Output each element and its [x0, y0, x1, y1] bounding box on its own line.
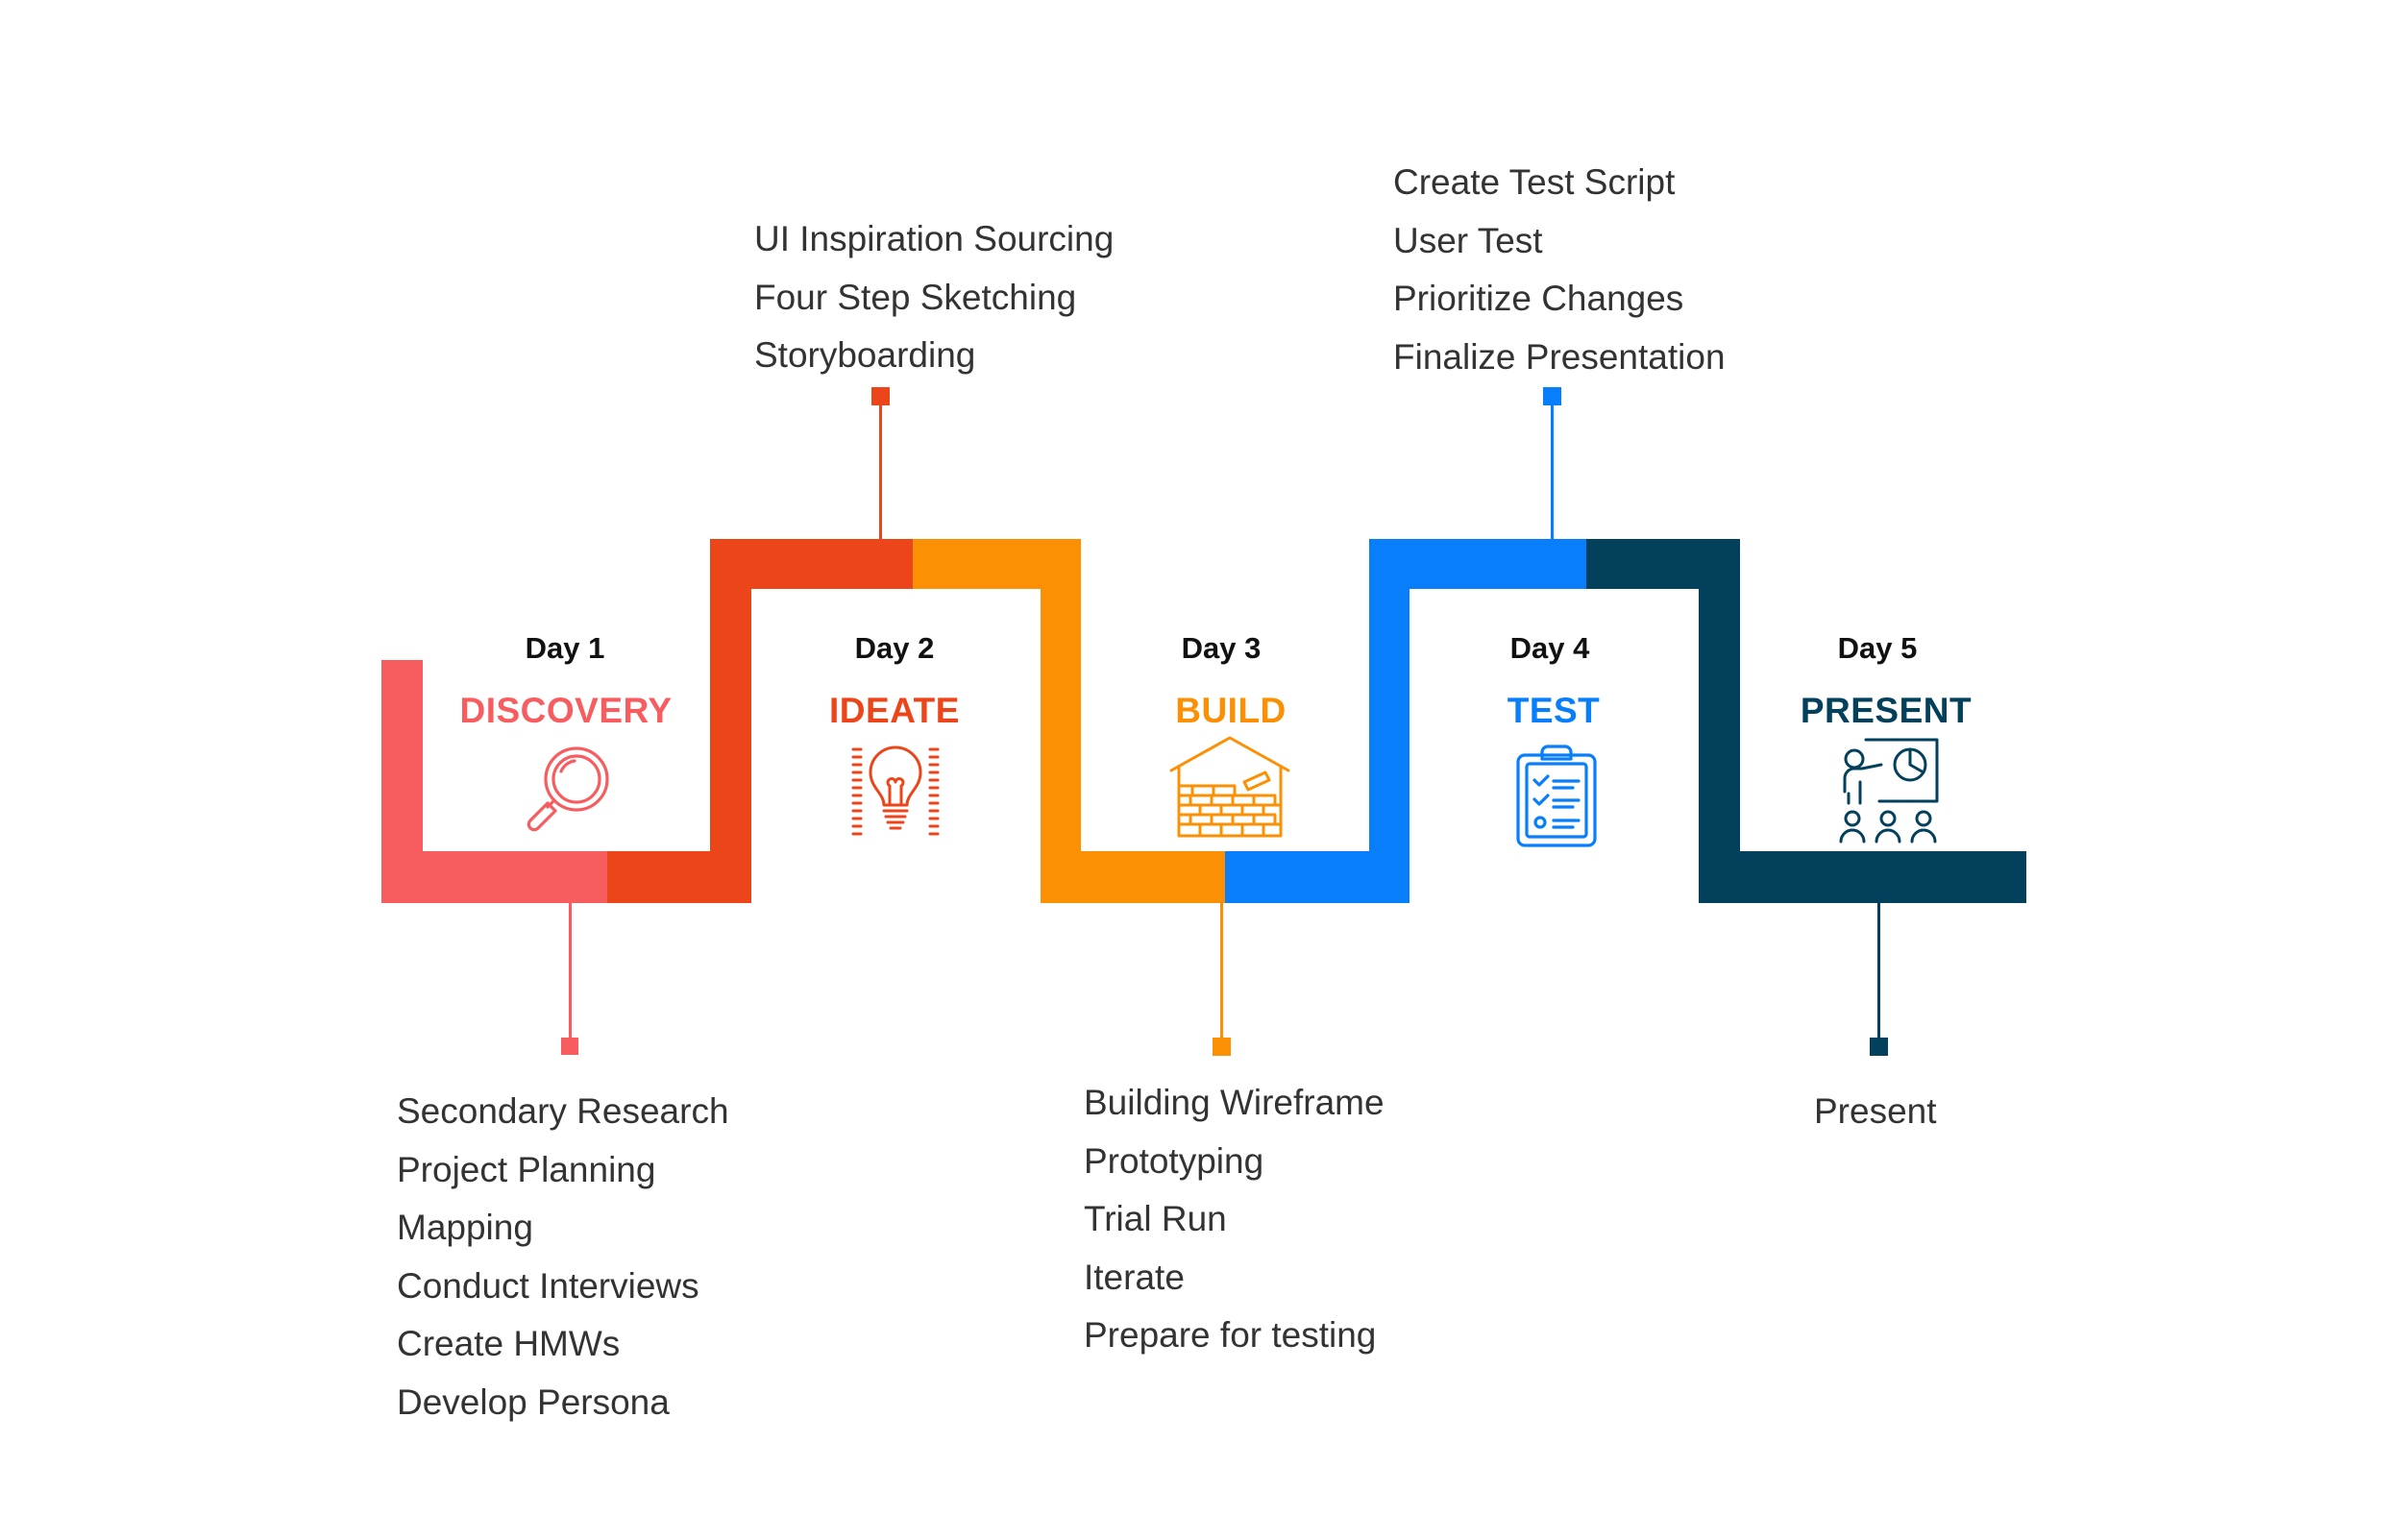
list-item: Create Test Script: [1393, 162, 1676, 202]
list-item: Present: [1814, 1091, 1937, 1131]
connector-line-ideate: [879, 394, 882, 539]
task-list-discovery: Secondary Research Project Planning Mapp…: [397, 1083, 729, 1431]
stage-title-present: PRESENT: [1800, 691, 1973, 730]
task-list-build: Building Wireframe Prototyping Trial Run…: [1084, 1074, 1385, 1365]
day-label-1: Day 1: [525, 631, 605, 665]
path-segment-present-riser: [1699, 539, 1740, 903]
clipboard-checklist-icon: [1515, 744, 1598, 847]
list-item: Trial Run: [1084, 1199, 1227, 1238]
day-label-2: Day 2: [854, 631, 935, 665]
connector-line-discovery: [569, 903, 572, 1045]
task-list-present: Present: [1814, 1083, 1937, 1141]
list-item: Prototyping: [1084, 1140, 1264, 1181]
list-item: Prepare for testing: [1084, 1315, 1377, 1355]
path-segment-ideate-top: [710, 539, 913, 589]
list-item: Iterate: [1084, 1257, 1185, 1297]
list-item: User Test: [1393, 220, 1543, 260]
stage-title-test: TEST: [1507, 691, 1601, 730]
magnifier-icon: [519, 746, 615, 832]
connector-node-build: [1213, 1038, 1231, 1056]
task-list-ideate: UI Inspiration Sourcing Four Step Sketch…: [754, 210, 1114, 385]
connector-node-present: [1870, 1038, 1888, 1056]
path-segment-build-base: [1041, 851, 1225, 903]
list-item: Project Planning: [397, 1149, 656, 1189]
stage-title-build: BUILD: [1175, 691, 1287, 730]
list-item: Building Wireframe: [1084, 1083, 1385, 1122]
connector-node-discovery: [561, 1038, 578, 1055]
day-label-5: Day 5: [1837, 631, 1918, 665]
list-item: Storyboarding: [754, 335, 976, 375]
path-segment-ideate-riser: [710, 539, 751, 903]
path-segment-discovery-base: [381, 851, 607, 903]
list-item: Prioritize Changes: [1393, 279, 1684, 318]
day-label-3: Day 3: [1181, 631, 1262, 665]
list-item: Mapping: [397, 1208, 533, 1247]
list-item: Finalize Presentation: [1393, 336, 1726, 377]
connector-line-build: [1220, 903, 1223, 1045]
brick-house-icon: [1169, 734, 1290, 838]
connector-node-ideate: [871, 387, 890, 405]
path-segment-test-riser: [1369, 539, 1409, 903]
day-label-4: Day 4: [1509, 631, 1590, 665]
stage-title-discovery: DISCOVERY: [459, 691, 673, 730]
connector-line-present: [1877, 903, 1880, 1045]
list-item: Secondary Research: [397, 1091, 729, 1131]
list-item: Develop Persona: [397, 1381, 670, 1422]
list-item: Four Step Sketching: [754, 277, 1077, 317]
list-item: UI Inspiration Sourcing: [754, 219, 1115, 258]
path-segment-test-top: [1369, 539, 1586, 589]
stage-title-ideate: IDEATE: [829, 691, 960, 730]
presenter-audience-icon: [1837, 736, 1941, 843]
list-item: Create HMWs: [397, 1324, 621, 1363]
lightbulb-icon: [849, 746, 942, 838]
path-segment-present-base: [1699, 851, 2026, 903]
connector-line-test: [1551, 394, 1554, 539]
task-list-test: Create Test Script User Test Prioritize …: [1393, 154, 1726, 386]
list-item: Conduct Interviews: [397, 1265, 699, 1306]
path-segment-build-riser: [1041, 539, 1081, 903]
connector-node-test: [1543, 387, 1561, 405]
